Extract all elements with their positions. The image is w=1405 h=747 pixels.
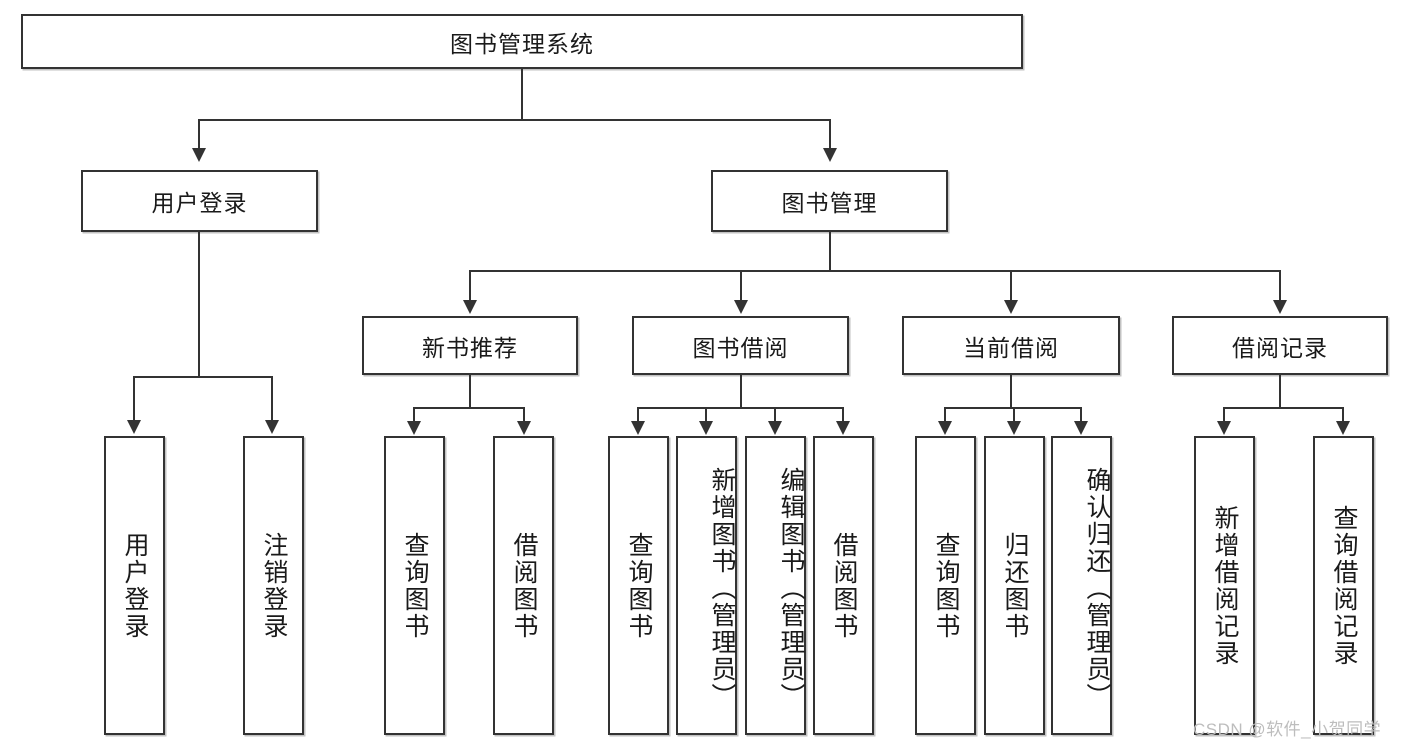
arrow-book-borrow-to-leaf-1 <box>699 421 713 435</box>
node-label: 查询图书 <box>932 531 960 640</box>
edge-bm-to-new-book <box>469 270 471 302</box>
edge-bm-to-current-borrow <box>1010 270 1012 302</box>
leaf-book-borrow-borrow-book[interactable]: 借阅图书 <box>813 436 874 735</box>
leaf-user-login-login[interactable]: 用户登录 <box>104 436 165 735</box>
node-label: 新增图书（管理员） <box>708 467 736 710</box>
edge-current-borrow-to-leaf-1 <box>1013 407 1015 423</box>
node-label: 确认归还（管理员） <box>1083 467 1111 710</box>
arrow-root-to-book-management <box>823 148 837 162</box>
edge-book-borrow-to-leaf-1 <box>705 407 707 423</box>
node-label: 注销登录 <box>260 531 288 640</box>
node-label: 图书管理 <box>781 190 878 216</box>
node-label: 图书管理系统 <box>450 30 594 57</box>
node-user-login[interactable]: 用户登录 <box>81 170 318 232</box>
node-book-management[interactable]: 图书管理 <box>711 170 948 232</box>
edge-new-book-stem <box>469 375 471 408</box>
node-label: 借阅图书 <box>830 531 858 640</box>
edge-book-management-stem <box>829 232 831 271</box>
edge-borrow-record-to-leaf-1 <box>1342 407 1344 423</box>
node-label: 查询图书 <box>401 531 429 640</box>
arrow-book-borrow-to-leaf-0 <box>631 421 645 435</box>
edge-root-to-book-management <box>829 119 831 150</box>
node-label: 新书推荐 <box>422 334 518 361</box>
edge-root-to-user-login <box>198 119 200 150</box>
edge-user-login-to-leaf-1 <box>271 376 273 422</box>
edge-book-borrow-stem <box>740 375 742 408</box>
leaf-book-borrow-edit-book-admin[interactable]: 编辑图书（管理员） <box>745 436 806 735</box>
leaf-current-borrow-return-book[interactable]: 归还图书 <box>984 436 1045 735</box>
arrow-current-borrow-to-leaf-1 <box>1007 421 1021 435</box>
edge-current-borrow-stem <box>1010 375 1012 408</box>
node-label: 新增借阅记录 <box>1211 504 1239 667</box>
node-label: 用户登录 <box>121 531 149 640</box>
node-borrow-record[interactable]: 借阅记录 <box>1172 316 1388 375</box>
arrow-current-borrow-to-leaf-2 <box>1074 421 1088 435</box>
node-label: 查询借阅记录 <box>1330 504 1358 667</box>
node-label: 借阅记录 <box>1232 334 1328 361</box>
edge-borrow-record-stem <box>1279 375 1281 408</box>
node-label: 图书借阅 <box>692 334 789 361</box>
edge-current-borrow-bus <box>944 407 1081 409</box>
leaf-new-book-borrow-book[interactable]: 借阅图书 <box>493 436 554 735</box>
edge-borrow-record-bus <box>1223 407 1343 409</box>
edge-new-book-to-leaf-1 <box>523 407 525 423</box>
node-label: 当前借阅 <box>963 334 1059 361</box>
leaf-book-borrow-query-book[interactable]: 查询图书 <box>608 436 669 735</box>
edge-book-borrow-to-leaf-3 <box>842 407 844 423</box>
node-label: 查询图书 <box>625 531 653 640</box>
edge-bm-to-borrow-record <box>1279 270 1281 302</box>
node-label: 编辑图书（管理员） <box>777 467 805 710</box>
leaf-current-borrow-confirm-return-admin[interactable]: 确认归还（管理员） <box>1051 436 1112 735</box>
edge-root-bus <box>198 119 831 121</box>
node-current-borrow[interactable]: 当前借阅 <box>902 316 1120 375</box>
edge-borrow-record-to-leaf-0 <box>1223 407 1225 423</box>
arrow-bm-to-borrow-record <box>1273 300 1287 314</box>
arrow-bm-to-new-book <box>463 300 477 314</box>
edge-bm-to-book-borrow <box>740 270 742 302</box>
edge-new-book-bus <box>413 407 525 409</box>
leaf-borrow-record-query-record[interactable]: 查询借阅记录 <box>1313 436 1374 735</box>
edge-user-login-stem <box>198 232 200 377</box>
arrow-new-book-to-leaf-1 <box>517 421 531 435</box>
edge-current-borrow-to-leaf-2 <box>1080 407 1082 423</box>
arrow-book-borrow-to-leaf-2 <box>768 421 782 435</box>
arrow-borrow-record-to-leaf-1 <box>1336 421 1350 435</box>
watermark-csdn: CSDN @软件_小贺同学 <box>1193 720 1382 739</box>
edge-new-book-to-leaf-0 <box>413 407 415 423</box>
arrow-bm-to-book-borrow <box>734 300 748 314</box>
edge-book-management-bus <box>469 270 1281 272</box>
node-label: 借阅图书 <box>510 531 538 640</box>
edge-book-borrow-bus <box>637 407 843 409</box>
node-label: 归还图书 <box>1001 531 1029 640</box>
node-new-book-recommend[interactable]: 新书推荐 <box>362 316 578 375</box>
edge-book-borrow-to-leaf-0 <box>637 407 639 423</box>
arrow-book-borrow-to-leaf-3 <box>836 421 850 435</box>
arrow-user-login-to-leaf-1 <box>265 420 279 434</box>
edge-root-stem <box>521 69 523 120</box>
edge-current-borrow-to-leaf-0 <box>944 407 946 423</box>
node-root-book-management-system[interactable]: 图书管理系统 <box>21 14 1023 69</box>
edge-book-borrow-to-leaf-2 <box>774 407 776 423</box>
leaf-user-login-logout[interactable]: 注销登录 <box>243 436 304 735</box>
arrow-root-to-user-login <box>192 148 206 162</box>
edge-user-login-to-leaf-0 <box>133 376 135 422</box>
node-label: 用户登录 <box>151 190 248 216</box>
edge-user-login-bus <box>133 376 273 378</box>
arrow-new-book-to-leaf-0 <box>407 421 421 435</box>
leaf-borrow-record-add-record[interactable]: 新增借阅记录 <box>1194 436 1255 735</box>
arrow-current-borrow-to-leaf-0 <box>938 421 952 435</box>
leaf-book-borrow-add-book-admin[interactable]: 新增图书（管理员） <box>676 436 737 735</box>
leaf-new-book-query-book[interactable]: 查询图书 <box>384 436 445 735</box>
arrow-borrow-record-to-leaf-0 <box>1217 421 1231 435</box>
node-book-borrow[interactable]: 图书借阅 <box>632 316 849 375</box>
arrow-user-login-to-leaf-0 <box>127 420 141 434</box>
leaf-current-borrow-query-book[interactable]: 查询图书 <box>915 436 976 735</box>
arrow-bm-to-current-borrow <box>1004 300 1018 314</box>
